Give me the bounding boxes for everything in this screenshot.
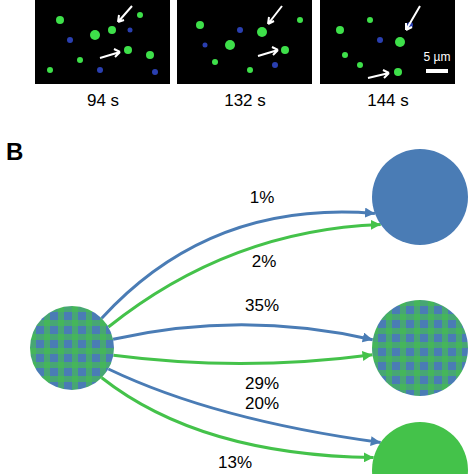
green-spot	[394, 68, 402, 76]
green-spot	[367, 17, 373, 23]
green-spot	[225, 40, 235, 50]
circle-shape	[372, 422, 468, 474]
blue-spot	[97, 67, 103, 73]
cell-circle	[372, 300, 468, 396]
pointer-arrow	[368, 70, 389, 78]
blue-spot	[152, 69, 158, 75]
panel-ground	[177, 0, 312, 84]
circle-fill	[30, 306, 114, 390]
percent-label: 13%	[216, 454, 254, 473]
green-spot	[257, 27, 267, 37]
green-spot	[137, 12, 143, 18]
circle-shape	[372, 149, 468, 245]
blue-spot	[377, 37, 383, 43]
green-spot	[47, 67, 53, 73]
panel-ground	[320, 0, 455, 84]
green-spot	[247, 67, 253, 73]
scale-label: 5 µm	[424, 51, 451, 64]
transition-arrow	[113, 325, 373, 340]
green-spot	[297, 17, 303, 23]
green-spot	[357, 62, 363, 68]
cell-circle	[372, 149, 468, 245]
percent-label: 35%	[243, 297, 281, 316]
green-spot	[90, 30, 100, 40]
percent-label: 20%	[243, 395, 281, 414]
green-spot	[212, 59, 218, 65]
circle-fill	[372, 300, 468, 396]
green-spot	[342, 52, 348, 58]
pointer-arrow	[268, 6, 282, 24]
transition-arrow	[108, 225, 380, 328]
blue-spot	[203, 43, 208, 48]
green-spot	[281, 46, 289, 54]
time-label: 132 s	[224, 92, 266, 111]
panel-2	[177, 0, 312, 84]
percent-label: 1%	[248, 189, 277, 208]
transition-arrow	[102, 378, 374, 458]
green-spot	[108, 26, 116, 34]
blue-spot	[67, 37, 73, 43]
green-spot	[196, 21, 204, 29]
time-label: 144 s	[367, 92, 409, 111]
green-spot	[56, 16, 64, 24]
blue-spot	[128, 28, 133, 33]
time-label: 94 s	[87, 92, 119, 111]
pointer-arrow	[406, 6, 420, 30]
panel-3	[320, 0, 455, 84]
circle-shape	[30, 306, 114, 390]
percent-label: 29%	[243, 375, 281, 394]
transition-arrow	[108, 369, 380, 443]
panel-1	[35, 0, 170, 84]
blue-spot	[272, 62, 278, 68]
green-spot	[336, 26, 344, 34]
circle-fill	[372, 149, 468, 245]
circle-fill	[372, 422, 468, 474]
panel-letter: B	[6, 139, 23, 165]
pointer-arrow	[100, 49, 120, 58]
percent-label: 2%	[250, 253, 279, 272]
panel-ground	[35, 0, 170, 84]
circle-shape	[372, 300, 468, 396]
transition-arrow	[113, 355, 372, 364]
pointer-arrow	[258, 47, 278, 56]
green-spot	[146, 51, 154, 59]
green-spot	[395, 37, 405, 47]
green-spot	[77, 57, 83, 63]
blue-spot	[237, 27, 243, 33]
cell-circle	[30, 306, 114, 390]
pointer-arrow	[118, 6, 132, 22]
cell-circle	[372, 422, 468, 474]
scale-bar	[426, 69, 448, 73]
green-spot	[124, 46, 132, 54]
